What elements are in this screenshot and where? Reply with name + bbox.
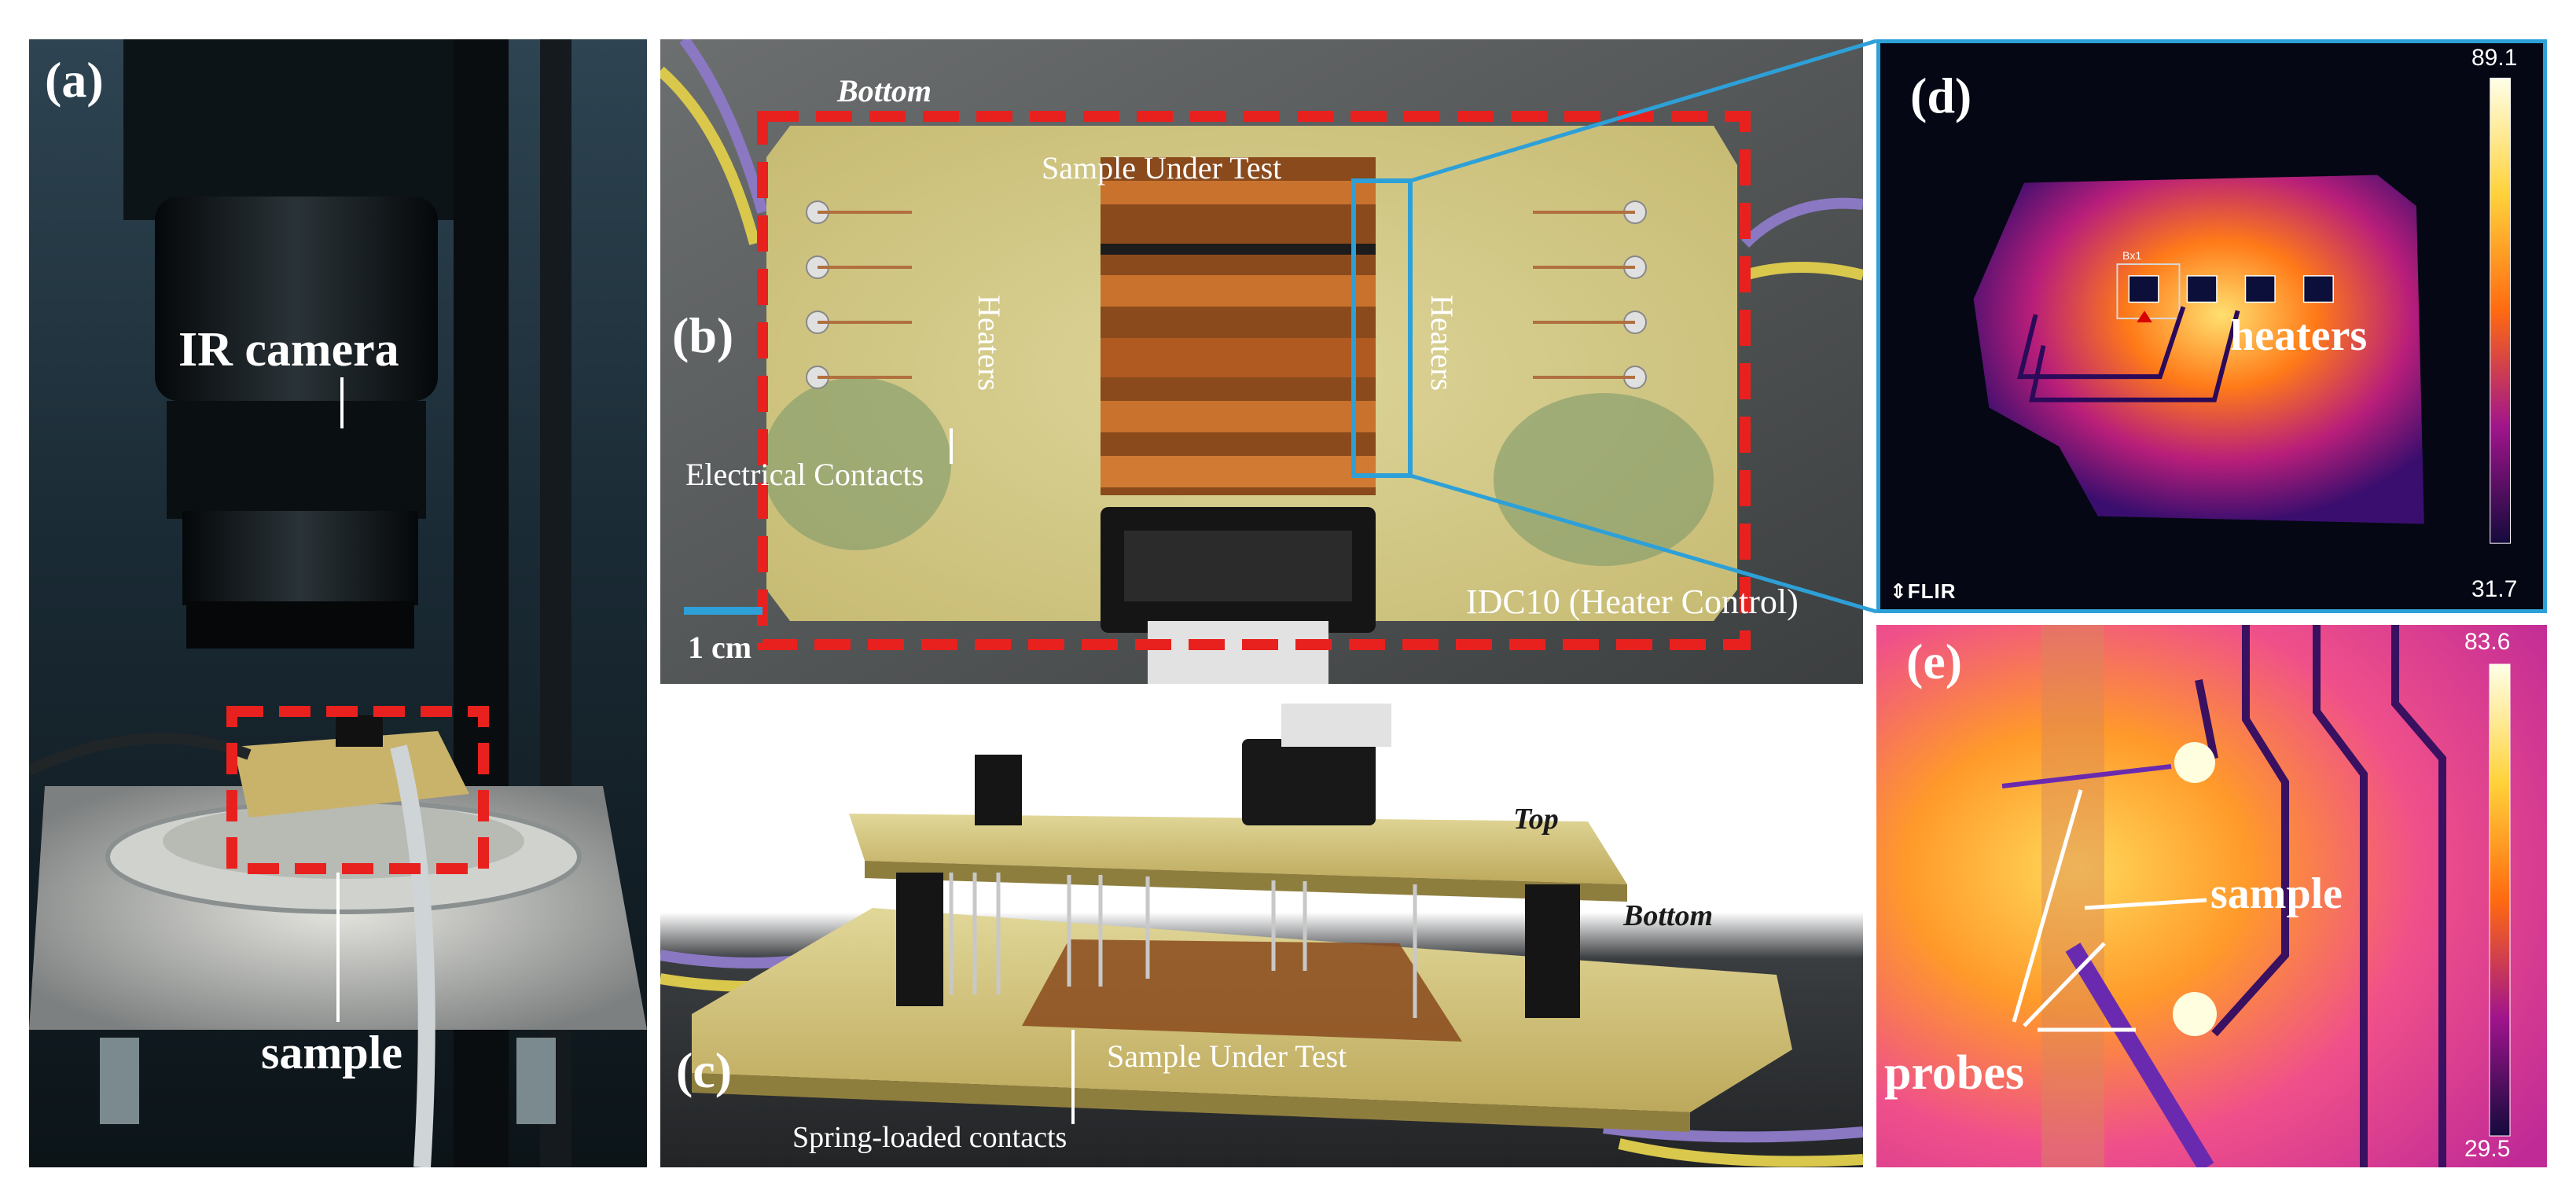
panel-d-thermal-image [1880, 43, 2543, 609]
panel-c: (c) Top Bottom Sample Under Test Spring-… [660, 704, 1863, 1167]
sample-under-test-label-c: Sample Under Test [1107, 1038, 1347, 1074]
ir-camera-label: IR camera [178, 323, 399, 377]
sample-label-e: sample [2210, 869, 2343, 918]
flir-logo: ⇕FLIR [1890, 579, 1957, 604]
heaters-label-d: heaters [2230, 311, 2368, 360]
roi-box-label: Bx1 [2122, 249, 2142, 262]
bottom-label-b: Bottom [837, 73, 932, 108]
panel-d: (d) heaters Bx1 89.1 31.7 ⇕FLIR [1876, 39, 2547, 613]
spring-loaded-contacts-label: Spring-loaded contacts [792, 1121, 1068, 1154]
panel-b-label: (b) [672, 307, 734, 363]
electrical-contacts-label: Electrical Contacts [685, 457, 924, 492]
panel-d-label: (d) [1910, 68, 1972, 123]
panel-a-photo [29, 39, 647, 1167]
probes-label: probes [1884, 1046, 2025, 1100]
heaters-right-label: Heaters [1424, 295, 1460, 391]
panel-e: (e) sample probes 83.6 29.5 [1876, 625, 2547, 1167]
flir-brand-text: FLIR [1907, 579, 1957, 603]
idc-label: IDC10 (Heater Control) [1466, 582, 1799, 621]
heaters-left-label: Heaters [972, 295, 1007, 391]
colorbar-min-d: 31.7 [2471, 576, 2518, 602]
panel-a: (a) IR camera sample [29, 39, 647, 1167]
flir-logo-icon: ⇕ [1890, 579, 1908, 603]
colorbar-max-d: 89.1 [2471, 45, 2518, 71]
scale-bar-label: 1 cm [688, 630, 752, 665]
panel-c-label: (c) [676, 1042, 733, 1098]
colorbar-max-e: 83.6 [2464, 629, 2511, 655]
sample-under-test-label-b: Sample Under Test [1042, 150, 1282, 186]
sample-label-a: sample [261, 1027, 402, 1079]
bottom-label-c: Bottom [1623, 899, 1714, 932]
panel-e-thermal-image [1876, 625, 2547, 1167]
panel-a-label: (a) [45, 52, 104, 108]
top-label-c: Top [1513, 803, 1559, 836]
panel-e-label: (e) [1906, 634, 1963, 689]
colorbar-min-e: 29.5 [2464, 1136, 2511, 1162]
panel-b: (b) Bottom Sample Under Test Heaters Hea… [660, 39, 1863, 684]
panel-c-photo [660, 704, 1863, 1167]
